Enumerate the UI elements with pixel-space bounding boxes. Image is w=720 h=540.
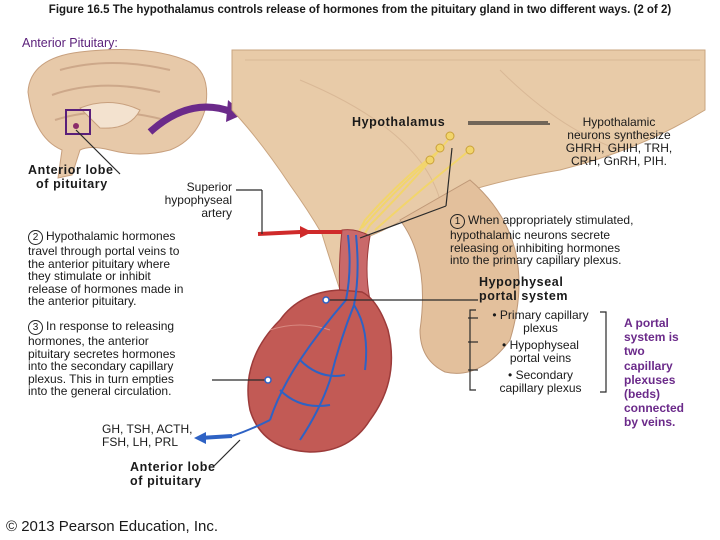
posterior-lobe <box>399 179 520 374</box>
brain-thumbnail <box>27 49 208 179</box>
copyright: © 2013 Pearson Education, Inc. <box>6 518 219 535</box>
portal-system-list: • Primary capillary plexus • Hypophyseal… <box>478 309 603 395</box>
step-2-number: 2 <box>28 230 43 245</box>
portal-item-primary: • Primary capillary plexus <box>492 308 589 335</box>
portal-veins <box>231 234 368 441</box>
anterior-lobe-bottom-label: Anterior lobe of pituitary <box>130 460 216 488</box>
step-3-number: 3 <box>28 320 43 335</box>
figure-title: Figure 16.5 The hypothalamus controls re… <box>48 4 672 16</box>
portal-item-veins: • Hypophyseal portal veins <box>502 338 579 365</box>
portal-bracket-left <box>469 309 476 391</box>
hypothalamus-label: Hypothalamus <box>352 115 446 129</box>
zoom-arrow <box>147 103 234 135</box>
anterior-pituitary <box>247 289 393 453</box>
infundibulum <box>338 229 371 301</box>
portal-item-secondary: • Secondary capillary plexus <box>499 368 582 395</box>
leader-lines <box>75 121 550 467</box>
portal-bracket-right <box>600 311 607 393</box>
hypothalamic-neurons-label: Hypothalamic neurons synthesize GHRH, GH… <box>565 115 673 168</box>
superior-artery-label: Superior hypophyseal artery <box>164 180 232 220</box>
step-1-number: 1 <box>450 214 465 229</box>
section-title: Anterior Pituitary: <box>22 36 118 50</box>
hormones-label: GH, TSH, ACTH, FSH, LH, PRL <box>102 422 193 449</box>
anterior-lobe-top-label: Anterior lobe of pituitary <box>28 163 114 191</box>
portal-system-title: Hypophyseal portal system <box>479 275 569 303</box>
portal-system-note: A portal system is two capillary plexuse… <box>624 316 685 430</box>
